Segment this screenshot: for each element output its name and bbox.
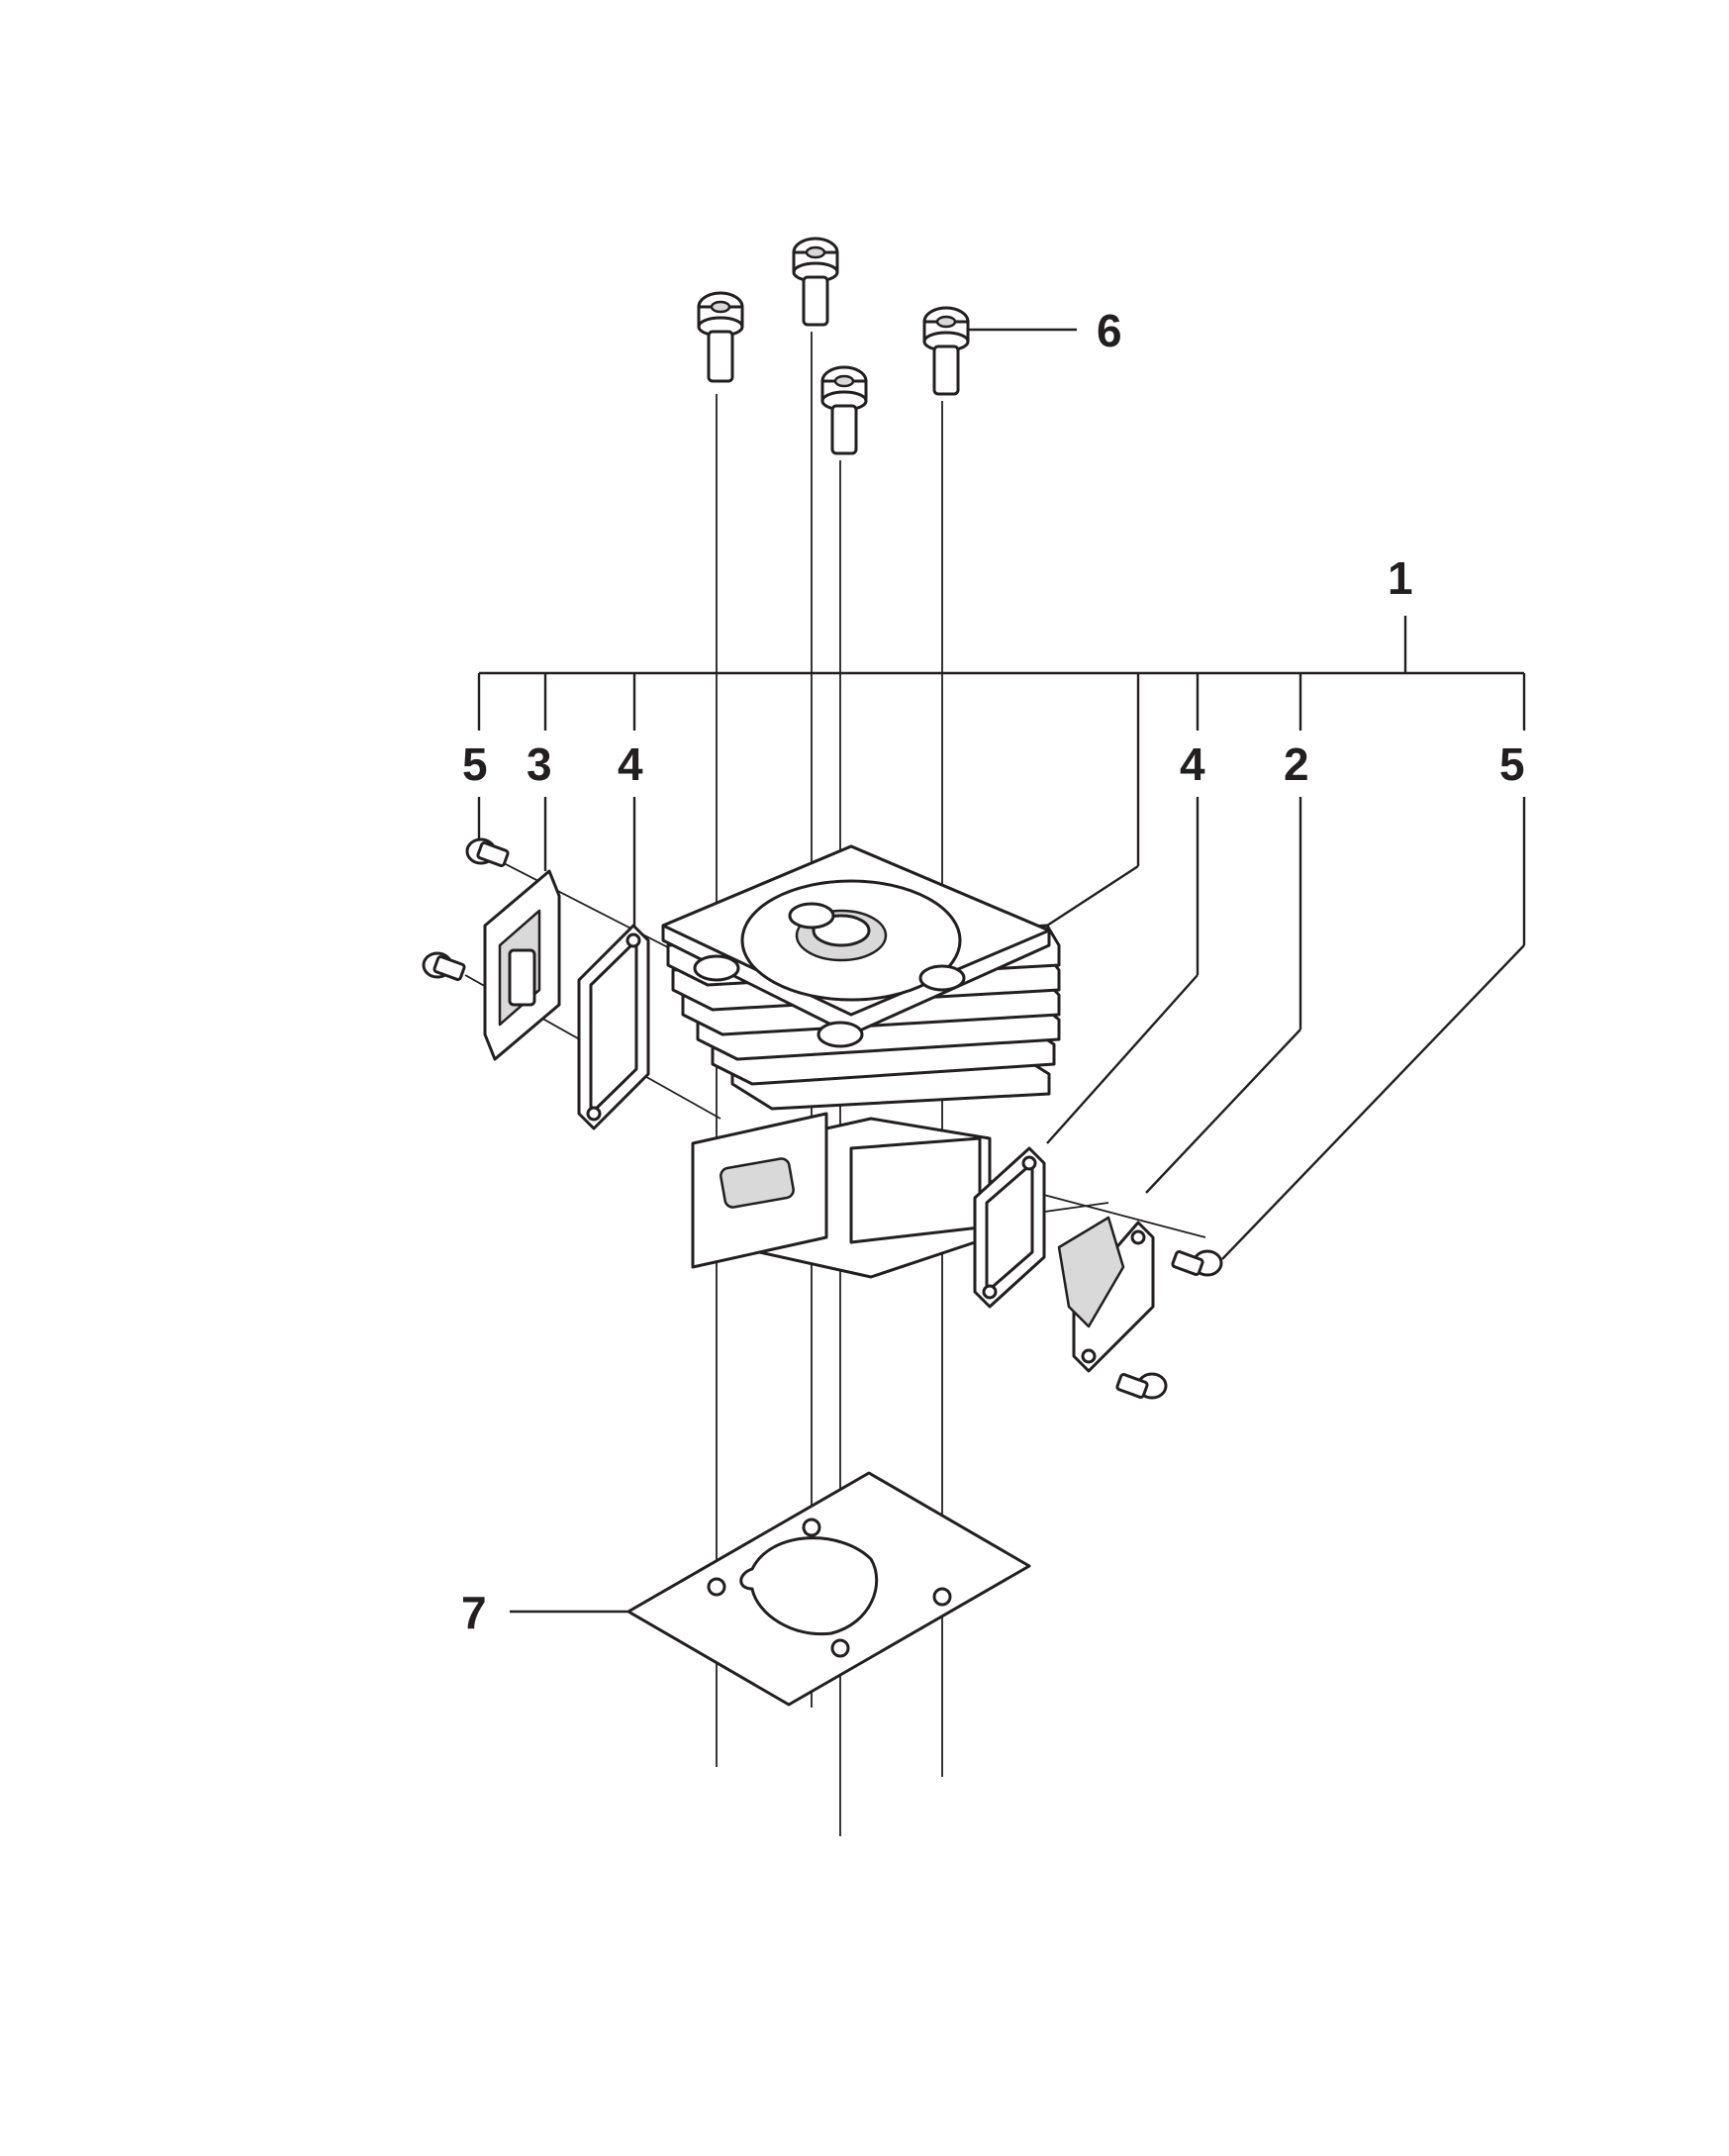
base-gasket	[626, 1471, 1031, 1707]
screw-right-upper	[1171, 1249, 1223, 1277]
callout-7: 7	[461, 1587, 487, 1638]
screw-left-upper	[465, 837, 510, 867]
screw-left-lower	[422, 951, 466, 981]
gasket-right	[973, 1146, 1046, 1309]
screw-right-lower	[1115, 1372, 1168, 1400]
bolt-icon	[922, 306, 970, 396]
callout-6: 6	[1097, 305, 1122, 356]
intake-flange-left	[483, 869, 561, 1061]
callout-2: 2	[1284, 738, 1309, 790]
cylinder-bolts	[697, 237, 970, 455]
callout-4-right: 4	[1180, 738, 1205, 790]
bolt-icon	[792, 237, 839, 327]
leader-lines	[477, 328, 1526, 1614]
exhaust-flange-right	[1057, 1216, 1155, 1373]
callout-3: 3	[527, 738, 552, 790]
cylinder-assembly	[661, 844, 1061, 1279]
gasket-left	[577, 924, 650, 1130]
callout-5-right: 5	[1499, 738, 1525, 790]
bolt-icon	[697, 291, 744, 383]
callout-1: 1	[1388, 552, 1413, 604]
bolt-icon	[820, 365, 868, 455]
callout-5-left: 5	[462, 738, 488, 790]
callout-4-left: 4	[618, 738, 643, 790]
